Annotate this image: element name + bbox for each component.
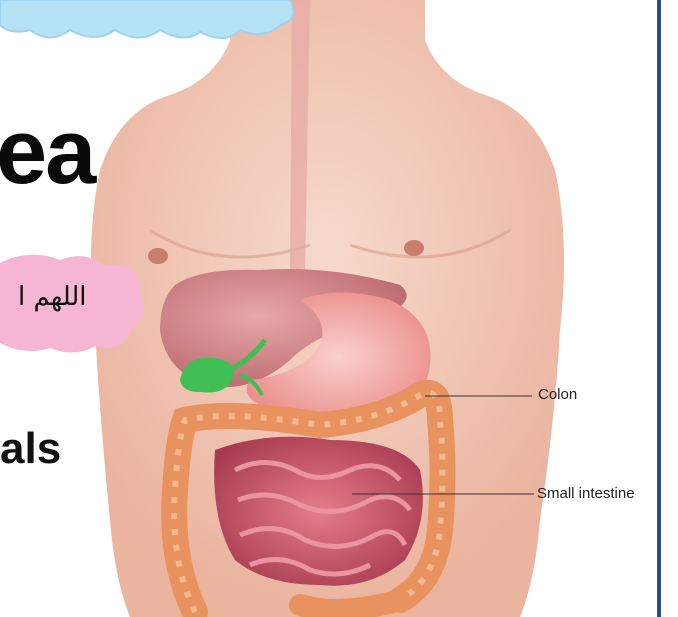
arabic-text-fragment: اللهم ا <box>18 282 87 312</box>
slide-title-fragment: ea <box>0 100 94 205</box>
small-intestine <box>214 437 423 586</box>
right-border-rule <box>657 0 661 617</box>
blue-cloud-decoration <box>0 0 300 45</box>
body-text-fragment: als <box>0 424 61 474</box>
small-intestine-label: Small intestine <box>537 485 635 502</box>
colon-label: Colon <box>538 386 577 403</box>
